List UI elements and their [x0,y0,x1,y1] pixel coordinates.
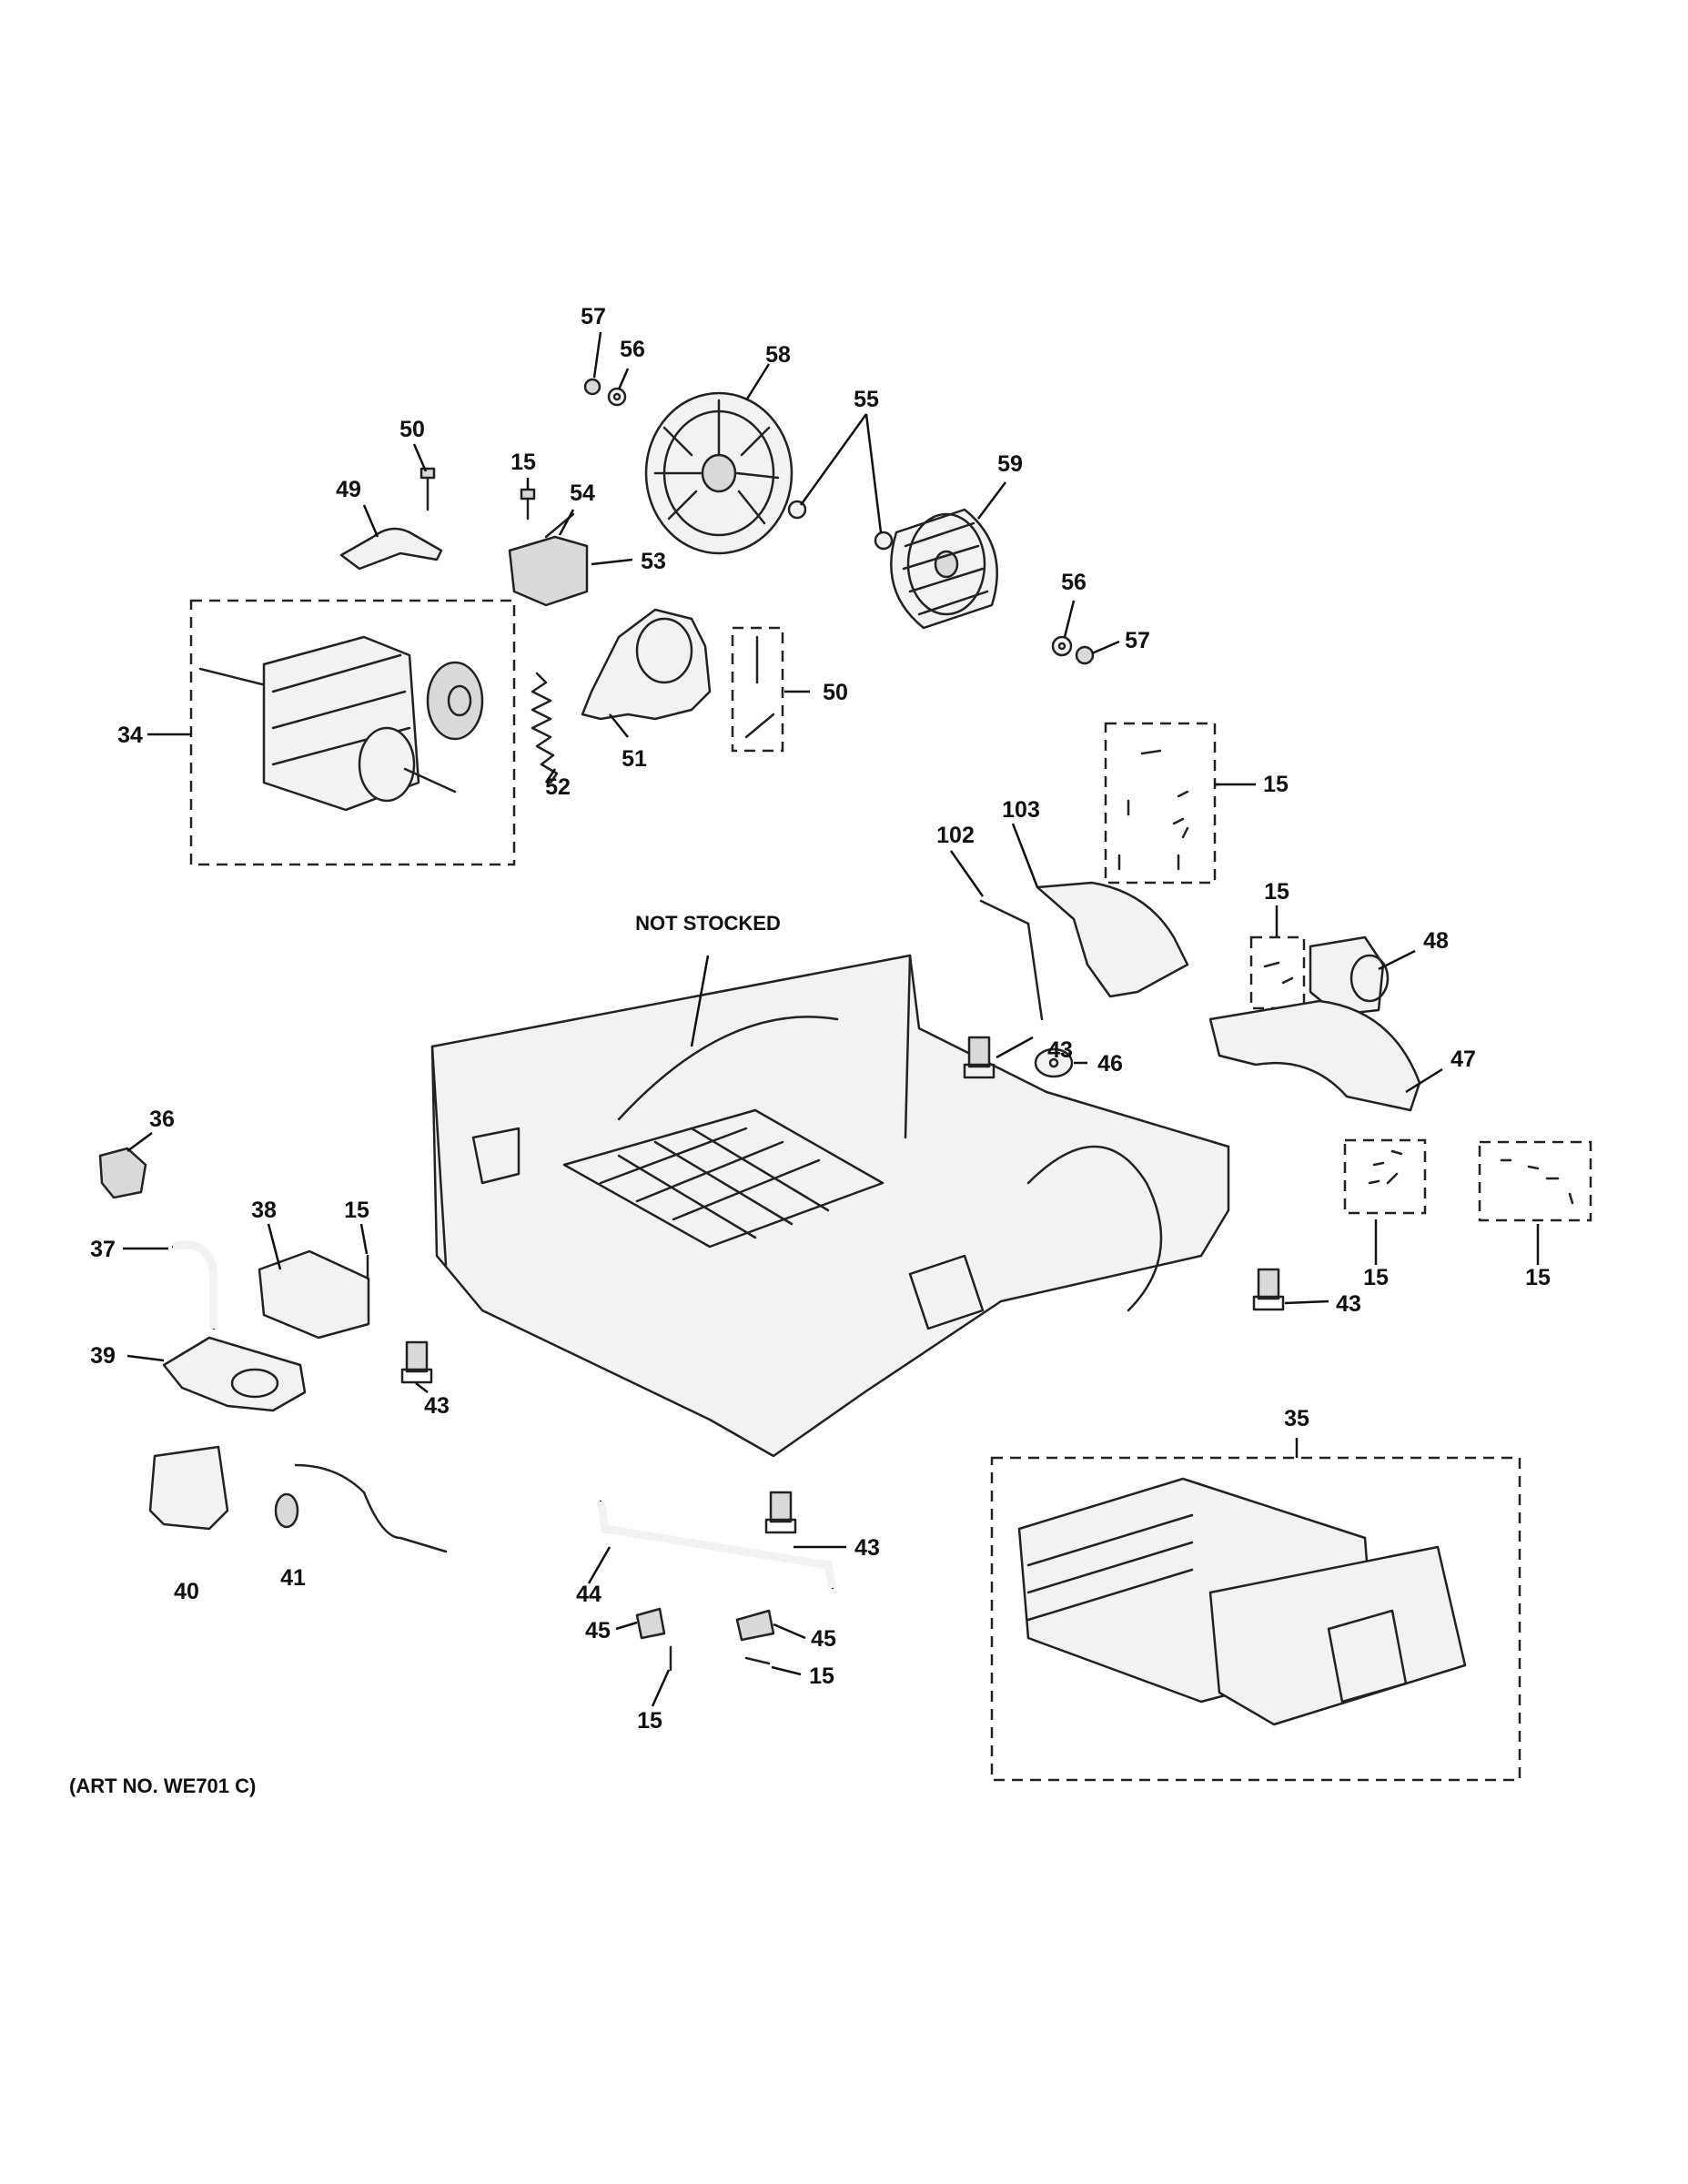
callout-43-a: 43 [1047,1037,1073,1063]
pump-bracket-39 [162,1336,307,1412]
dryer-base-not-stocked [430,954,1230,1458]
callout-38: 38 [251,1198,277,1223]
callout-43-d: 43 [854,1535,880,1561]
spring-52 [531,672,559,784]
washer-55-b [874,531,894,551]
callout-40: 40 [174,1579,199,1604]
heat-exchanger-35 [1017,1477,1467,1726]
leader-lines [123,331,1540,1707]
pump-40 [148,1445,229,1531]
callout-58: 58 [765,342,791,368]
callout-15-box-c: 15 [1363,1265,1389,1290]
callout-46: 46 [1097,1051,1123,1077]
callout-53: 53 [641,549,666,574]
screws-15-set-d [1500,1158,1574,1205]
callout-57-top: 57 [581,304,606,329]
hose-44 [596,1500,837,1590]
callout-54: 54 [570,480,595,506]
leveling-leg-43-a [963,1036,996,1079]
callout-44: 44 [576,1582,601,1607]
callout-43-c: 43 [424,1393,450,1419]
leveling-leg-43-c [400,1340,433,1384]
callout-15-box-b: 15 [1264,879,1289,905]
washer-46 [1034,1047,1074,1078]
callout-35: 35 [1284,1406,1309,1431]
art-number: (ART NO. WE701 C) [69,1774,257,1797]
callout-15-box-a: 15 [1263,772,1289,797]
screws-15-box-b [1249,935,1306,1010]
callout-51: 51 [622,746,647,772]
clip-45-a [635,1607,666,1640]
callout-50-box: 50 [823,680,848,705]
heat-exchanger-box [990,1456,1521,1782]
callout-43-b: 43 [1336,1291,1361,1317]
leveling-leg-43-b [1252,1268,1285,1311]
callout-36: 36 [149,1107,175,1132]
callout-57-right: 57 [1125,628,1150,653]
sensor-36 [98,1147,147,1199]
switch-53 [508,512,589,607]
callout-45-a: 45 [585,1618,611,1643]
callout-56-right: 56 [1061,570,1087,595]
screws-15-box-a [1104,722,1217,885]
callout-15-bottom-a: 15 [637,1708,662,1734]
screws-15-set-c [1368,1149,1403,1185]
motor-48 [1309,935,1390,1016]
washer-55-a [787,500,807,520]
callout-41: 41 [280,1565,306,1591]
screw-15-top [520,488,536,521]
callout-59: 59 [997,451,1023,477]
nut-57-top [583,378,601,396]
duct-103 [1036,881,1189,998]
duct-47 [1208,999,1421,1112]
screws-15-box-d [1478,1140,1592,1222]
callout-15-bottom-b: 15 [809,1663,834,1689]
leveling-leg-43-d [764,1491,797,1534]
callout-45-b: 45 [811,1626,836,1652]
callout-56-top: 56 [620,337,645,362]
callouts: 57 56 58 55 59 56 57 50 49 15 54 53 34 5… [90,304,1551,1734]
nut-57-right [1075,645,1095,665]
motor-mount-51 [581,608,712,721]
note-not-stocked: NOT STOCKED [635,912,781,935]
blower-wheel-59 [890,508,998,630]
motor-assembly-box [189,599,516,866]
callout-103: 103 [1002,797,1040,823]
callout-15-top: 15 [510,450,536,475]
callout-34: 34 [117,723,143,748]
callout-47: 47 [1450,1046,1476,1072]
screw-15-bottom-b [744,1656,771,1665]
drive-motor-34 [198,635,484,812]
screws-15-box-c [1343,1138,1427,1215]
screws-15-set-b [1263,961,1294,985]
motor-clip-49 [339,527,443,571]
screw-50-top [419,467,436,511]
screw-50-b [744,713,775,739]
washer-56-top [607,387,627,407]
rod-102 [979,899,1044,1021]
callout-102: 102 [936,823,975,848]
callout-15-box-d: 15 [1525,1265,1551,1290]
cover-38 [258,1249,370,1340]
hose-37 [171,1240,218,1330]
callout-39: 39 [90,1343,116,1369]
callout-49: 49 [336,477,361,502]
thermistor-41 [274,1463,448,1553]
callout-52: 52 [545,774,571,800]
callout-50-top: 50 [399,417,425,442]
blower-wheel-58 [644,391,793,555]
callout-48: 48 [1423,928,1449,954]
screws-15-set-a [1117,749,1189,871]
screws-50-box [731,626,784,753]
washer-56-right [1051,635,1073,657]
clip-45-b [735,1609,775,1642]
callout-55: 55 [854,387,879,412]
callout-15-left: 15 [344,1198,369,1223]
callout-37: 37 [90,1237,116,1262]
